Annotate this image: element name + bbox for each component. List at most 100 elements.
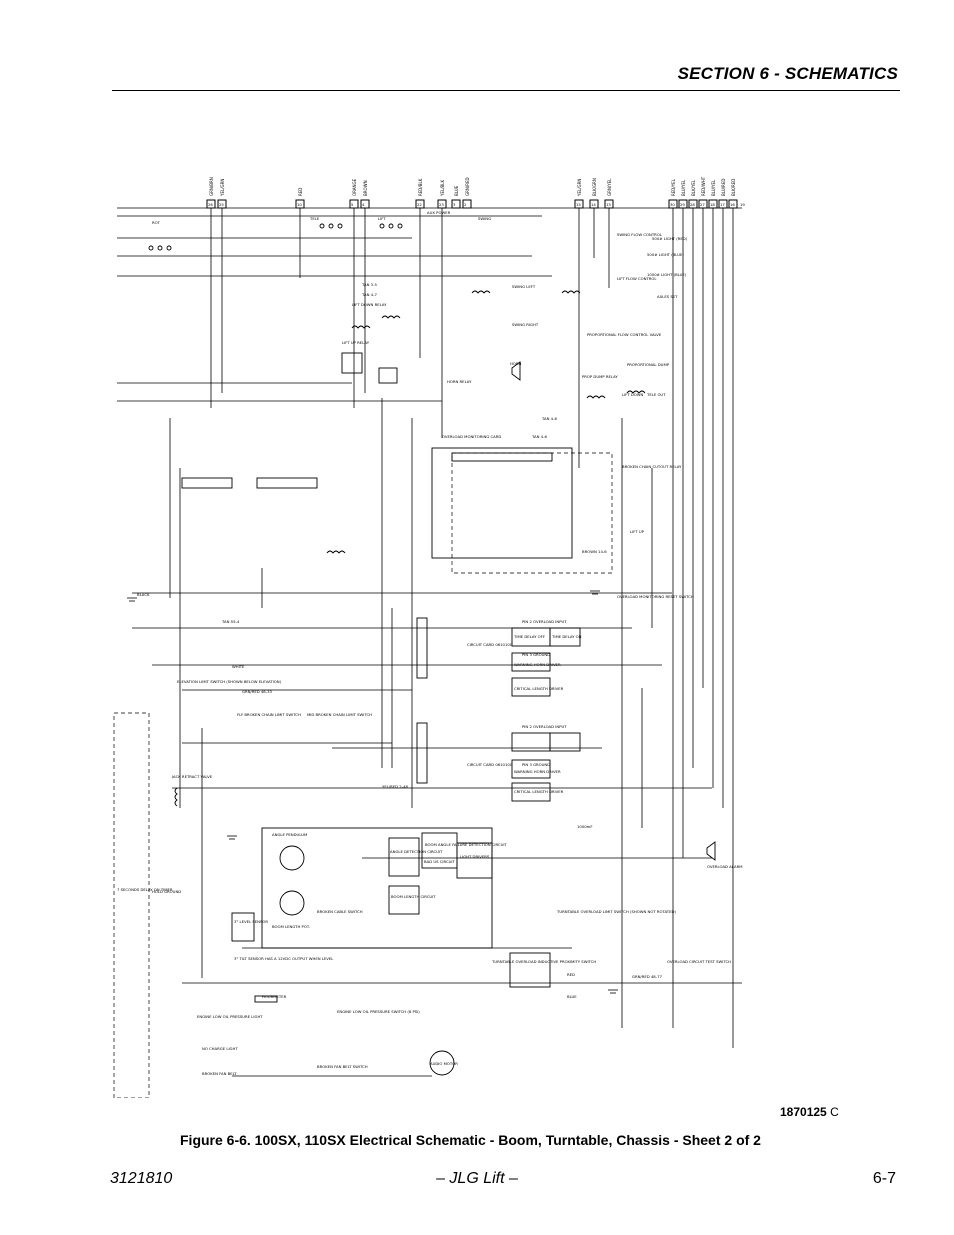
time-delay-on-label: TIME DELAY ON <box>551 634 582 639</box>
tan-4-6-label: TAN 4-6 <box>531 434 547 439</box>
top-wire-label: BLU/YEL <box>711 179 716 196</box>
prop-flow-valve-label: PROPORTIONAL FLOW CONTROL VALVE <box>587 332 662 337</box>
no-charge-light-label: NO CHARGE LIGHT <box>202 1046 238 1051</box>
tilt-sensor-note-label: 3° TILT SENSOR HAS A 12VDC OUTPUT WHEN L… <box>234 956 334 961</box>
jack-retract-label: JACK RETRACT VALVE <box>171 774 213 779</box>
top-wire-label: ORANGE <box>352 178 357 196</box>
drawing-revision: C <box>830 1105 839 1119</box>
boom-length-circuit-label: BOOM LENGTH CIRCUIT <box>391 894 436 899</box>
terminal-number: 10 <box>297 202 302 207</box>
terminal-number: 13 <box>606 202 611 207</box>
electrical-schematic: GRN/BRNYEL/GRNREDORANGEBROWNRED/BLKYEL/B… <box>113 176 745 1098</box>
lift-down-label: LIFT DOWN <box>622 392 644 397</box>
broken-chain-cutout-label: BROKEN CHAIN CUTOUT RELAY <box>622 464 682 469</box>
grn-red-48-77-label: GRN/RED 48-77 <box>632 974 662 979</box>
top-wire-label: YEL/GRN <box>220 179 225 197</box>
tan-3-5-label: TAN 3-5 <box>361 282 377 287</box>
horn-label: HORN <box>510 361 521 366</box>
engine-low-oil-label: ENGINE LOW OIL PRESSURE LIGHT <box>197 1014 263 1019</box>
overload-reset-label: OVERLOAD MONITORING RESET SWITCH <box>617 594 694 599</box>
pin2-overload-label: PIN 2 OVERLOAD INPUT <box>522 619 567 624</box>
broken-fan-switch-label: BROKEN FAN BELT SWITCH <box>317 1064 368 1069</box>
grn-red-48-33-label: GRN/RED 48-33 <box>242 689 272 694</box>
overload-test-label: OVERLOAD CIRCUIT TEST SWITCH <box>667 959 731 964</box>
terminal-number: 22 <box>417 202 422 207</box>
warning-horn-label: WARNING HORN DRIVER <box>514 769 561 774</box>
aux-power-label: AUX POWER <box>427 210 451 215</box>
terminal-number: 19 <box>740 202 745 207</box>
top-wire-label: BLK/GRN <box>592 178 597 196</box>
top-wire-label: GRN/YEL <box>607 178 612 196</box>
rot-label: ROT <box>152 220 161 225</box>
lift-up-relay-label: LIFT UP RELAY <box>342 340 370 345</box>
critical-length-label: CRITICAL LENGTH DRIVER <box>514 789 564 794</box>
swing-flow-control-label: SWING FLOW CONTROL <box>617 232 663 237</box>
lift-up-label: LIFT UP <box>630 529 645 534</box>
circuit-card-label: CIRCUIT CARD 0610100 <box>467 642 513 647</box>
terminal-number: 14 <box>591 202 596 207</box>
drawing-number: 1870125 C <box>780 1105 839 1119</box>
angle-detection-label: ANGLE DETECTION CIRCUIT <box>390 849 443 854</box>
circuit-card-label: CIRCUIT CARD 0610100 <box>467 762 513 767</box>
prop-dump-label: PROPORTIONAL DUMP <box>627 362 670 367</box>
light-1000-label: 1000# LIGHT (BLUE) <box>647 272 687 277</box>
top-wire-label: RED/BLK <box>418 178 423 196</box>
terminal-number: 30 <box>670 202 675 207</box>
tan-55-4-label: TAN 55-4 <box>221 619 240 624</box>
seconds-delay-label: 7 SECONDS DELAY ON TIMER <box>117 887 173 892</box>
top-wire-label: GRN/BRN <box>209 177 214 196</box>
ground-symbols <box>127 590 618 994</box>
blue-label: BLUE <box>567 994 577 999</box>
angle-pendulum-label: ANGLE PENDULUM <box>272 832 307 837</box>
top-wire-label: YEL/GRN <box>577 179 582 197</box>
terminal-number: 4 <box>362 202 365 207</box>
yel-red-2-48-label: YEL/RED 2-48 <box>382 784 408 789</box>
section-title: SECTION 6 - SCHEMATICS <box>677 64 898 83</box>
light-500-blue-label: 500# LIGHT (BLUE) <box>647 252 684 257</box>
warning-horn-label: WARNING HORN DRIVER <box>514 662 561 667</box>
drawing-number-value: 1870125 <box>780 1105 827 1119</box>
terminal-number: 18 <box>710 202 715 207</box>
top-wire-label: BLU/YEL <box>681 179 686 196</box>
terminal-number: 17 <box>720 202 725 207</box>
fly-broken-chain-label: FLY BROKEN CHAIN LIMIT SWITCH <box>237 712 301 717</box>
broken-fan-belt-light-label: BROKEN FAN BELT <box>202 1071 237 1076</box>
axles-set-label: AXLES SET <box>657 294 678 299</box>
top-terminal-strip <box>206 199 738 209</box>
turntable-overload-switch-label: TURNTABLE OVERLOAD LIMIT SWITCH (SHOWN N… <box>556 909 676 914</box>
boom-angle-failure-label: BOOM ANGLE FAILURE DETECTION CIRCUIT <box>425 842 508 847</box>
overload-monitoring-label: OVERLOAD MONITORING CARD <box>442 434 501 439</box>
white-label: WHITE <box>232 664 245 669</box>
boom-length-pot-label: BOOM LENGTH POT. <box>272 924 310 929</box>
lift-label: LIFT <box>378 216 386 221</box>
terminal-number: 27 <box>700 202 705 207</box>
lift-down-relay-label: LIFT DOWN RELAY <box>352 302 387 307</box>
terminal-number: 15 <box>576 202 581 207</box>
pin3-ground-label: PIN 3 GROUND <box>522 652 550 657</box>
cap-label: 1000mF <box>577 824 593 829</box>
figure-caption: Figure 6-6. 100SX, 110SX Electrical Sche… <box>180 1132 761 1148</box>
top-wire-label: BLUE <box>454 185 459 196</box>
critical-length-label: CRITICAL LENGTH DRIVER <box>514 686 564 691</box>
mid-broken-chain-label: MID BROKEN CHAIN LIMIT SWITCH <box>307 712 372 717</box>
broken-cable-switch-label: BROKEN CABLE SWITCH <box>317 909 363 914</box>
relay-symbols <box>148 223 646 807</box>
header-rule <box>112 90 900 91</box>
red-label: RED <box>567 972 575 977</box>
engine-oil-switch-label: ENGINE LOW OIL PRESSURE SWITCH (8 PSI) <box>337 1009 420 1014</box>
elevation-limit-label: ELEVATION LIMIT SWITCH (SHOWN BELOW ELEV… <box>177 679 282 684</box>
black-label: BLACK <box>137 592 150 597</box>
terminal-number: 5 <box>351 202 354 207</box>
terminal-number: 29 <box>680 202 685 207</box>
time-delay-off-label: TIME DELAY OFF <box>513 634 545 639</box>
lift-flow-control-label: LIFT FLOW CONTROL <box>617 276 657 281</box>
bad-us-circuit-label: BAD US CIRCUIT <box>424 859 455 864</box>
top-wire-label: BLK/YEL <box>691 179 696 196</box>
swing-label: SWING <box>478 216 491 221</box>
overload-alarm-label: OVERLOAD ALARM <box>707 864 743 869</box>
pin3-ground-label: PIN 3 GROUND <box>522 762 550 767</box>
top-wire-label: BLK/RED <box>731 179 736 196</box>
prop-dump-relay-label: PROP DUMP RELAY <box>582 374 618 379</box>
swing-right-label: SWING RIGHT <box>512 322 539 327</box>
top-wire-label: BROWN <box>363 180 368 196</box>
